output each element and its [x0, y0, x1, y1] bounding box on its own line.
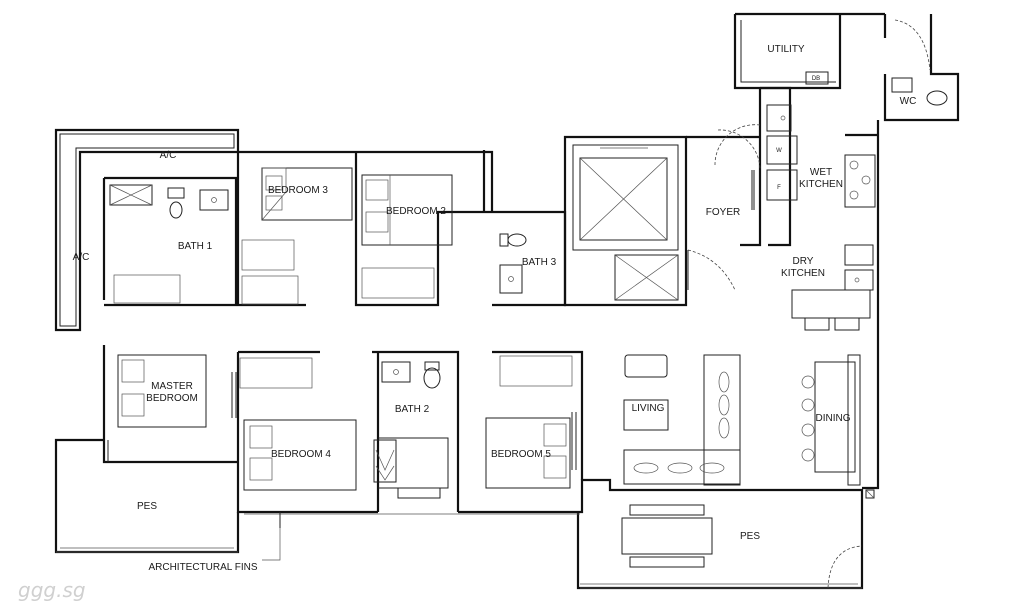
label-bath-3: BATH 3 [522, 257, 557, 268]
label-master-1: MASTER [151, 381, 193, 392]
doors [231, 19, 931, 589]
ac-ledge-wall [54, 128, 240, 332]
label-living: LIVING [632, 403, 665, 414]
label-bedroom-3: BEDROOM 3 [268, 185, 328, 196]
bedroom-top-wall [238, 150, 494, 212]
label-bath-2: BATH 2 [395, 404, 430, 415]
label-wet-kitchen-2: KITCHEN [799, 179, 843, 190]
label-dry-kitchen-1: DRY [793, 256, 814, 267]
label-foyer: FOYER [706, 207, 740, 218]
label-wc: WC [900, 96, 917, 107]
watermark: ggg.sg [18, 578, 86, 602]
label-ac-left: A/C [73, 252, 90, 263]
fixtures [109, 71, 948, 568]
pes-left-wall [54, 438, 240, 554]
lift-core-wall [563, 135, 688, 307]
label-bath-1: BATH 1 [178, 241, 213, 252]
label-dining: DINING [816, 413, 851, 424]
right-facade-wall [862, 120, 880, 490]
room-labels: UTILITY DB WC A/C A/C BEDROOM 3 BEDROOM … [73, 44, 917, 573]
label-w: W [776, 148, 782, 154]
label-bedroom-4: BEDROOM 4 [271, 449, 331, 460]
label-master-2: BEDROOM [146, 393, 198, 404]
label-ac-top: A/C [160, 150, 177, 161]
label-wet-kitchen-1: WET [810, 167, 832, 178]
label-architectural-fins: ARCHITECTURAL FINS [148, 562, 257, 573]
label-bedroom-5: BEDROOM 5 [491, 449, 551, 460]
label-pes-left: PES [137, 501, 157, 512]
label-pes-right: PES [740, 531, 760, 542]
label-db: DB [812, 76, 820, 82]
utility-wall [733, 12, 885, 90]
label-f: F [777, 185, 781, 191]
architectural-fins [244, 512, 580, 561]
walls [54, 12, 960, 590]
label-bedroom-2: BEDROOM 2 [386, 206, 446, 217]
label-utility: UTILITY [767, 44, 805, 55]
label-dry-kitchen-2: KITCHEN [781, 268, 825, 279]
left-facade-wall [102, 178, 238, 464]
